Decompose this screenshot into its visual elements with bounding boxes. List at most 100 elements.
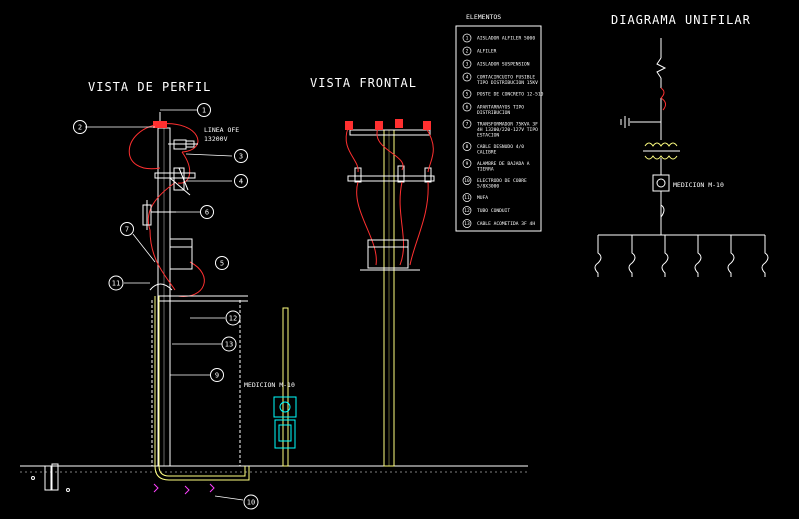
legend-item-number: 13 [464,221,470,227]
legend-item-number: 1 [466,36,469,42]
legend-item-marker [462,219,472,228]
legend-item-number: 5 [466,92,469,98]
meter-post [282,307,289,467]
callout-7: 7 [120,222,134,236]
legend-item: 5 POSTE DE CONCRETO 12-510 [462,89,544,99]
legend-item: 11 MUFA [462,193,488,202]
callout-4: 4 [234,174,248,188]
leader-lines [85,109,244,501]
legend-item-number: 9 [466,161,469,167]
legend-item: 2 ALFILER [462,46,497,56]
svg-text:7: 7 [125,226,129,234]
legend-item-text: CORTACIRCUITO FUSIBLE [477,75,535,81]
legend-item-text: 4H 13200/220-127V TIPO [477,127,538,133]
unifilar-fuse [660,87,667,111]
ground-detail [31,463,70,492]
legend-item-number: 2 [466,49,469,55]
svg-text:12: 12 [229,315,237,323]
legend-item-text: ALAMBRE DE BAJADA A [477,161,530,167]
legend-item-text: TIPO DISTRIBUCION 15KV [477,80,538,86]
line-name-label: LINEA OFE [204,126,239,134]
unifilar-branch-circuit [661,235,669,277]
callout-2: 2 [73,120,87,134]
legend-item-marker [462,72,472,82]
callout-13: 13 [221,336,237,352]
conduit [154,296,250,481]
profile-pole [157,127,171,467]
legend-item: 1 AISLADOR ALFILER 5000 [462,33,535,43]
legend-title: ELEMENTOS [466,13,501,21]
legend-item-text: POSTE DE CONCRETO 12-510 [477,92,544,98]
legend-item-marker [462,102,472,112]
legend-item-text: TIERRA [477,167,494,173]
legend-item: 12 TUBO CONDUIT [462,206,510,215]
legend-box: ELEMENTOS [455,13,542,232]
legend-item-marker [462,33,472,43]
legend-item-marker [462,176,472,185]
ground-wire [151,300,241,466]
unifilar-branch-circuit [727,235,735,277]
legend-item-marker [462,206,472,215]
legend-item-marker [462,46,472,56]
unifilar-breaker [660,204,665,218]
legend-item-marker [462,159,472,168]
front-mid-crossarm [347,165,435,183]
legend-item-text: AISLADOR ALFILER 5000 [477,36,535,42]
legend-item-text: DISTRIBUCION [477,110,510,116]
front-transformer [360,239,420,271]
callout-10: 10 [243,494,259,510]
legend-item-text: TUBO CONDUIT [477,208,510,214]
front-view-title: VISTA FRONTAL [310,76,417,90]
unifilar-transformer [643,142,680,160]
legend-item-text: CALIBRE [477,150,497,156]
lightning-arrester [142,200,176,230]
profile-transformer [169,238,193,270]
meter-label-profile: MEDICION M-10 [244,381,295,389]
legend-item-marker [462,89,472,99]
crossarm [154,172,196,196]
meter-box [273,396,297,449]
legend-item-text: TRANSFORMADOR 75KVA 3F [477,122,538,128]
legend-item-number: 12 [464,208,470,214]
callout-12: 12 [225,310,241,326]
suspension-insulator [168,139,198,150]
svg-text:1: 1 [202,107,206,115]
ground-electrodes [153,483,215,495]
callout-9: 9 [210,368,224,382]
profile-wiring [128,123,205,297]
unifilar-branch-circuit [594,235,602,277]
legend-item-text: CABLE DESNUDO 4/0 [477,144,524,150]
svg-text:2: 2 [78,124,82,132]
callout-1: 1 [197,103,211,117]
legend-item-text: ALFILER [477,49,497,55]
svg-text:4: 4 [239,178,243,186]
legend-items: 1 AISLADOR ALFILER 5000 2 ALFILER 3 AISLADOR … [462,33,544,228]
unifilar-branches [594,235,769,277]
unifilar-meter [652,158,670,235]
front-pole [383,129,395,467]
legend-item-number: 3 [466,62,469,68]
svg-text:11: 11 [112,280,120,288]
unifilar-arrester [620,116,661,128]
unifilar-title: DIAGRAMA UNIFILAR [611,13,751,27]
svg-text:9: 9 [215,372,219,380]
legend-item-text: MUFA [477,195,488,201]
unifilar-branch-circuit [761,235,769,277]
legend-item-text: ELECTRODO DE COBRE [477,178,527,184]
cutout-fuse [173,167,189,191]
legend-item-number: 6 [466,105,469,111]
legend-item-text: 5/8X3000 [477,184,499,190]
mufa [149,283,248,302]
front-insulators [345,119,431,130]
callout-3: 3 [234,149,248,163]
meter-label-unifilar: MEDICION M-10 [673,181,724,189]
svg-text:6: 6 [205,209,209,217]
legend-item-number: 11 [464,195,470,201]
callout-11: 11 [108,275,124,291]
legend-item-marker [462,119,472,129]
